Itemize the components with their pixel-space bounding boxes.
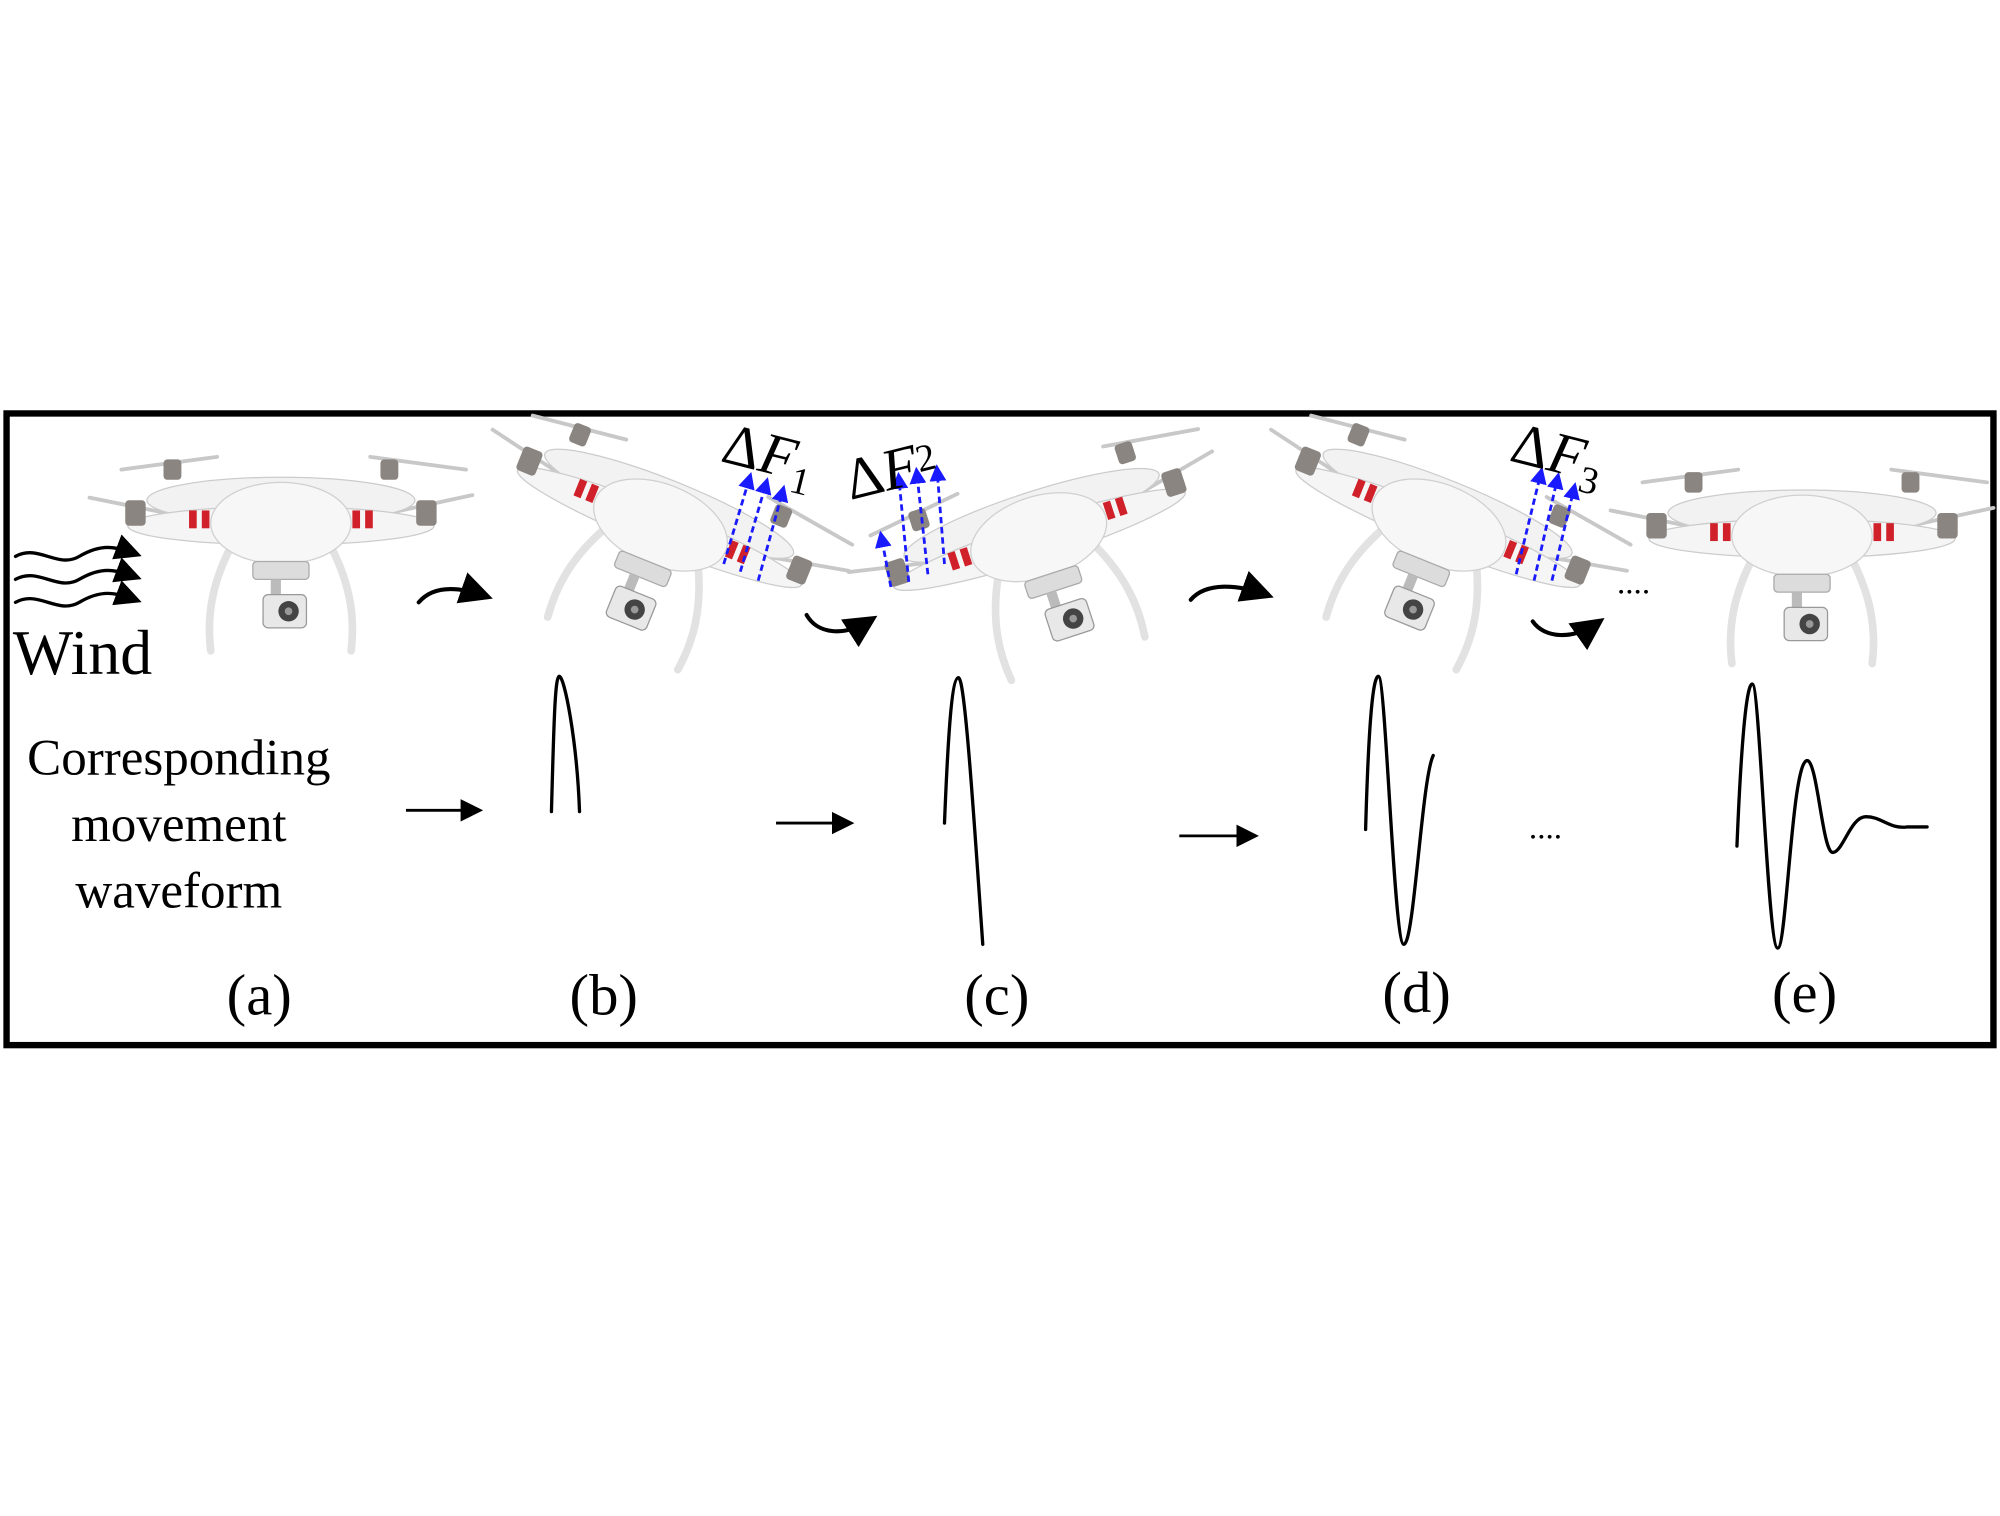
waveform-c	[942, 675, 985, 946]
force-label-1: ΔF1	[714, 411, 822, 505]
ellipsis-top: ....	[1617, 564, 1650, 601]
panel-label-e: (e)	[1772, 960, 1837, 1025]
waveform-label-line-2: movement	[71, 797, 286, 853]
force-arrows-1	[722, 472, 789, 581]
panel-label-a: (a)	[227, 962, 292, 1027]
waveform-label-line-1: Corresponding	[27, 731, 330, 787]
wind-label: Wind	[13, 617, 152, 688]
waveform-e	[1735, 682, 1929, 950]
force-arrows-2	[875, 464, 947, 588]
waveform-b	[549, 674, 582, 814]
waveform-d	[1363, 674, 1435, 946]
panel-label-d: (d)	[1382, 960, 1450, 1025]
panel-label-b: (b)	[570, 962, 638, 1027]
panel-label-c: (c)	[964, 962, 1029, 1027]
wind-icon	[13, 534, 142, 608]
waveform-label-line-3: waveform	[75, 863, 282, 919]
curved-arrow-icon	[1188, 570, 1274, 602]
force-arrows-3	[1514, 466, 1580, 581]
curved-arrow-icon	[804, 613, 878, 648]
ellipsis-bottom: ....	[1529, 809, 1562, 846]
curved-arrow-icon	[416, 572, 493, 605]
curved-arrow-icon	[1530, 618, 1605, 651]
